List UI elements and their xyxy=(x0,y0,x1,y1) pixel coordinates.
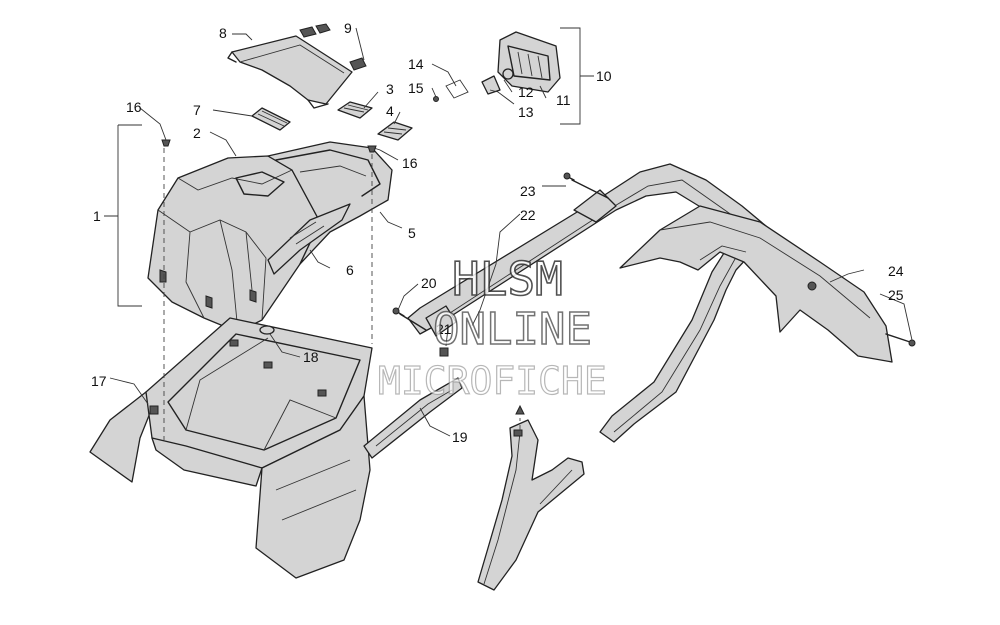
part-19-side-rail-right xyxy=(477,419,585,591)
watermark: HLSM ONLINE MICROFICHE xyxy=(377,251,607,403)
part-3-decal xyxy=(337,101,373,119)
callout-12: 12 xyxy=(518,84,534,100)
callout-1: 1 xyxy=(93,208,101,224)
callout-25: 25 xyxy=(888,287,904,303)
callout-15: 15 xyxy=(408,80,424,96)
callout-23: 23 xyxy=(520,183,536,199)
part-14-lens-bracket xyxy=(445,79,469,99)
part-5-rear-frame xyxy=(267,141,393,265)
callout-21: 21 xyxy=(436,321,452,337)
callout-10: 10 xyxy=(596,68,612,84)
leader-lines xyxy=(104,27,913,440)
callout-16-right: 16 xyxy=(402,155,418,171)
part-19-side-rail-left xyxy=(363,377,463,459)
callout-8: 8 xyxy=(219,25,227,41)
callout-3: 3 xyxy=(386,81,394,97)
part-18-grommet xyxy=(259,325,275,335)
callout-9: 9 xyxy=(344,20,352,36)
callout-4: 4 xyxy=(386,103,394,119)
callout-19: 19 xyxy=(452,429,468,445)
part-21-nut xyxy=(439,347,449,357)
watermark-microfiche: MICROFICHE xyxy=(378,359,607,403)
callout-13: 13 xyxy=(518,104,534,120)
part-16-rivet-left xyxy=(161,139,171,147)
part-6-side-decal xyxy=(267,203,351,275)
part-9-clips xyxy=(299,23,367,71)
callout-7: 7 xyxy=(193,102,201,118)
part-15-screw xyxy=(433,96,439,102)
part-20-bolt xyxy=(392,307,427,331)
watermark-online: ONLINE xyxy=(433,304,592,355)
callout-24: 24 xyxy=(888,263,904,279)
callout-6: 6 xyxy=(346,262,354,278)
callout-5: 5 xyxy=(408,225,416,241)
part-17-storage-tub xyxy=(89,317,373,579)
callout-16-left: 16 xyxy=(126,99,142,115)
callout-20: 20 xyxy=(421,275,437,291)
callout-2: 2 xyxy=(193,125,201,141)
callout-22: 22 xyxy=(520,207,536,223)
part-23-bolt xyxy=(563,172,609,199)
part-4-decal xyxy=(377,121,413,141)
part-8-seat-flap xyxy=(227,35,353,109)
callout-17: 17 xyxy=(91,373,107,389)
part-2-seat-cover xyxy=(147,155,321,333)
part-22-grab-bar xyxy=(407,163,767,443)
callout-labels: 1 2 3 4 5 6 7 8 9 10 11 12 13 14 15 16 1… xyxy=(91,20,904,445)
part-7-decal xyxy=(251,107,291,131)
part-12-bulb xyxy=(502,68,514,80)
part-16-rivet-right xyxy=(367,145,377,153)
callout-11: 11 xyxy=(556,92,571,108)
callout-18: 18 xyxy=(303,349,319,365)
watermark-hlsm: HLSM xyxy=(452,252,563,306)
part-13-socket xyxy=(481,75,501,95)
part-24-rear-flap xyxy=(619,205,893,363)
callout-14: 14 xyxy=(408,56,424,72)
part-11-taillight-housing xyxy=(497,31,561,93)
